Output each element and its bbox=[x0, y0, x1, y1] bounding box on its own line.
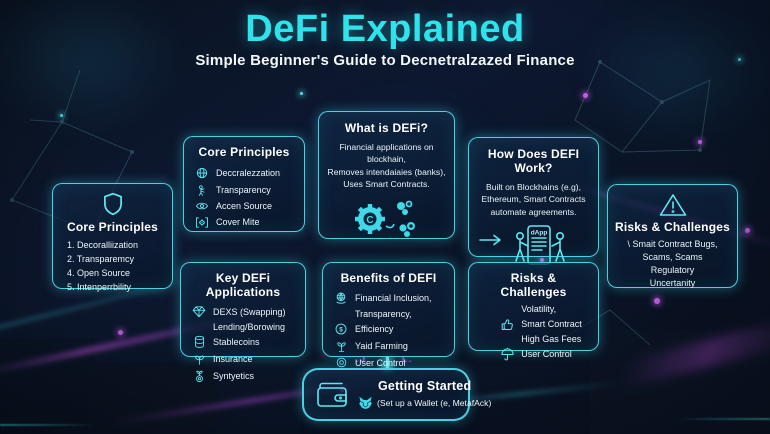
bg-dot bbox=[118, 330, 123, 335]
list-item: Syntyetics bbox=[213, 371, 255, 381]
list-item: Efficiency bbox=[355, 324, 394, 334]
body-line: Regulatory bbox=[650, 265, 695, 276]
bg-magenta-patch bbox=[618, 316, 770, 390]
umbrella-icon bbox=[499, 347, 515, 362]
bracket-diamond-icon bbox=[194, 216, 210, 229]
card-title: Risks & Challenges bbox=[500, 271, 567, 299]
globe-icon bbox=[194, 166, 210, 180]
card-getting-started: Getting Started (Set up a Wallet (e, Met… bbox=[302, 368, 491, 421]
getting-started-content: Getting Started (Set up a Wallet (e, Met… bbox=[358, 379, 491, 410]
body-line: Removes intendaiaies (banks), bbox=[327, 166, 446, 177]
body-line: blockhain, bbox=[367, 154, 406, 165]
body-line: Uncertanity bbox=[649, 278, 696, 289]
list-item: Smart Contract bbox=[521, 319, 582, 329]
card-key-applications: Key DEFi Applications DEXS (Swapping) Le… bbox=[180, 262, 306, 383]
applications-list: DEXS (Swapping) Lending/Borowing Stablec… bbox=[191, 305, 295, 383]
arrow-right-icon bbox=[479, 235, 501, 246]
bg-dot bbox=[745, 228, 750, 233]
thumbs-up-icon bbox=[499, 317, 515, 332]
list-item: Accen Source bbox=[216, 201, 273, 211]
gem-icon bbox=[191, 305, 207, 318]
card-title: Getting Started bbox=[378, 379, 472, 393]
list-item: Cover Mite bbox=[216, 217, 260, 227]
page-subtitle: Simple Beginner's Guide to Decnetralzaze… bbox=[195, 52, 575, 69]
list-item: 1. Decoralliization bbox=[67, 240, 139, 250]
list-item: User Control bbox=[521, 349, 572, 359]
list-item: 5. Intenperrbility bbox=[67, 281, 132, 292]
body-line: Financial applications on bbox=[339, 142, 434, 152]
plant-icon bbox=[333, 340, 349, 353]
card-what-is-defi: What is DEFi? Financial applications on … bbox=[318, 111, 455, 239]
getting-started-subtitle: (Set up a Wallet (e, MetafAck) bbox=[377, 397, 492, 408]
body-line: \ Smait Contract Bugs, bbox=[627, 239, 718, 249]
card-how-defi-works: How Does DEFI Work? Built on Blockhains … bbox=[468, 137, 599, 266]
handshake-dapp-icon: dApp bbox=[476, 222, 591, 268]
bg-dot bbox=[583, 93, 588, 98]
benefits-list: Financial Inclusion, Transparency, $ Eff… bbox=[333, 291, 444, 369]
card-body: Financial applications on blockhain, Rem… bbox=[327, 141, 446, 191]
sprout-icon bbox=[191, 353, 207, 366]
list-item: Yaid Farming bbox=[355, 341, 408, 351]
body-line: automate agreements. bbox=[490, 206, 577, 217]
card-risks-right: Risks & Challenges \ Smait Contract Bugs… bbox=[607, 184, 738, 288]
shield-icon bbox=[53, 191, 172, 217]
sprout-coin-icon bbox=[191, 369, 207, 383]
list-item: High Gas Fees bbox=[521, 334, 582, 344]
principles-list: 1. Decoralliization 2. Transparemcy 4. O… bbox=[67, 239, 172, 295]
coins-icon bbox=[191, 335, 207, 349]
card-title: What is DEFi? bbox=[344, 121, 429, 135]
principles-icon-list: Deccralezzation Transparency Accen Sourc… bbox=[194, 166, 294, 229]
list-item: Lending/Borowing bbox=[213, 321, 286, 332]
bg-dot bbox=[300, 92, 303, 95]
fox-icon bbox=[358, 395, 373, 410]
body-line: Scams, Scams bbox=[642, 252, 703, 263]
list-item: Financial Inclusion, bbox=[355, 293, 432, 303]
dollar-circle-icon: $ bbox=[333, 322, 349, 336]
bg-dot bbox=[698, 140, 702, 144]
gear-contract-icon: C bbox=[327, 196, 446, 242]
svg-text:$: $ bbox=[339, 326, 343, 333]
card-title: Key DEFi Applications bbox=[205, 271, 281, 299]
list-item: Transparency bbox=[216, 185, 271, 195]
page-title: DeFi Explained bbox=[245, 8, 525, 50]
list-item: 2. Transparemcy bbox=[67, 253, 135, 264]
bg-dot bbox=[60, 114, 63, 117]
card-title: Core Principles bbox=[198, 145, 290, 159]
svg-text:C: C bbox=[366, 215, 373, 226]
list-item: User Control bbox=[355, 357, 406, 368]
list-item: Insurance bbox=[213, 354, 253, 364]
card-title: Risks & Challenges bbox=[615, 220, 730, 234]
risks-list: Volatility, Smart Contract High Gas Fees… bbox=[493, 304, 588, 362]
bg-edge-light bbox=[0, 424, 95, 426]
bg-building bbox=[590, 330, 770, 434]
card-core-principles-list: Core Principles 1. Decoralliization 2. T… bbox=[52, 183, 173, 292]
dapp-label: dApp bbox=[531, 230, 548, 237]
card-body: \ Smait Contract Bugs, Scams, Scams Regu… bbox=[614, 238, 731, 290]
list-item: Deccralezzation bbox=[216, 168, 281, 178]
body-line: Built on Blockhains (e.g), bbox=[485, 182, 582, 192]
card-core-principles-icons: Core Principles Deccralezzation Transpar… bbox=[183, 136, 305, 232]
list-item: DEXS (Swapping) bbox=[213, 306, 286, 317]
bg-edge-light bbox=[676, 418, 770, 420]
card-body: Built on Blockhains (e.g), Ethereum, Sma… bbox=[476, 181, 591, 218]
list-item: Stablecoins bbox=[213, 337, 260, 347]
bg-building bbox=[0, 338, 95, 434]
coin-icon bbox=[333, 356, 349, 369]
card-title: Benefits of DEFI bbox=[340, 271, 437, 285]
warning-triangle-icon bbox=[614, 192, 731, 218]
eye-icon bbox=[194, 200, 210, 212]
body-line: Ethereum, Smart Contracts bbox=[481, 194, 586, 205]
bg-dot bbox=[654, 298, 660, 304]
card-benefits: Benefits of DEFI Financial Inclusion, Tr… bbox=[322, 262, 455, 368]
body-line: Uses Smart Contracts. bbox=[343, 179, 430, 190]
list-item: Volatility, bbox=[521, 304, 557, 314]
wallet-icon bbox=[314, 379, 350, 411]
card-title: Core Principles bbox=[66, 220, 159, 234]
card-title: How Does DEFI Work? bbox=[487, 147, 580, 175]
list-item: 4. Open Source bbox=[67, 267, 131, 278]
person-icon bbox=[194, 184, 210, 197]
card-risks-bottom: Risks & Challenges Volatility, Smart Con… bbox=[468, 262, 599, 360]
list-item: Transparency, bbox=[355, 308, 412, 319]
globe-hands-icon bbox=[333, 291, 349, 305]
